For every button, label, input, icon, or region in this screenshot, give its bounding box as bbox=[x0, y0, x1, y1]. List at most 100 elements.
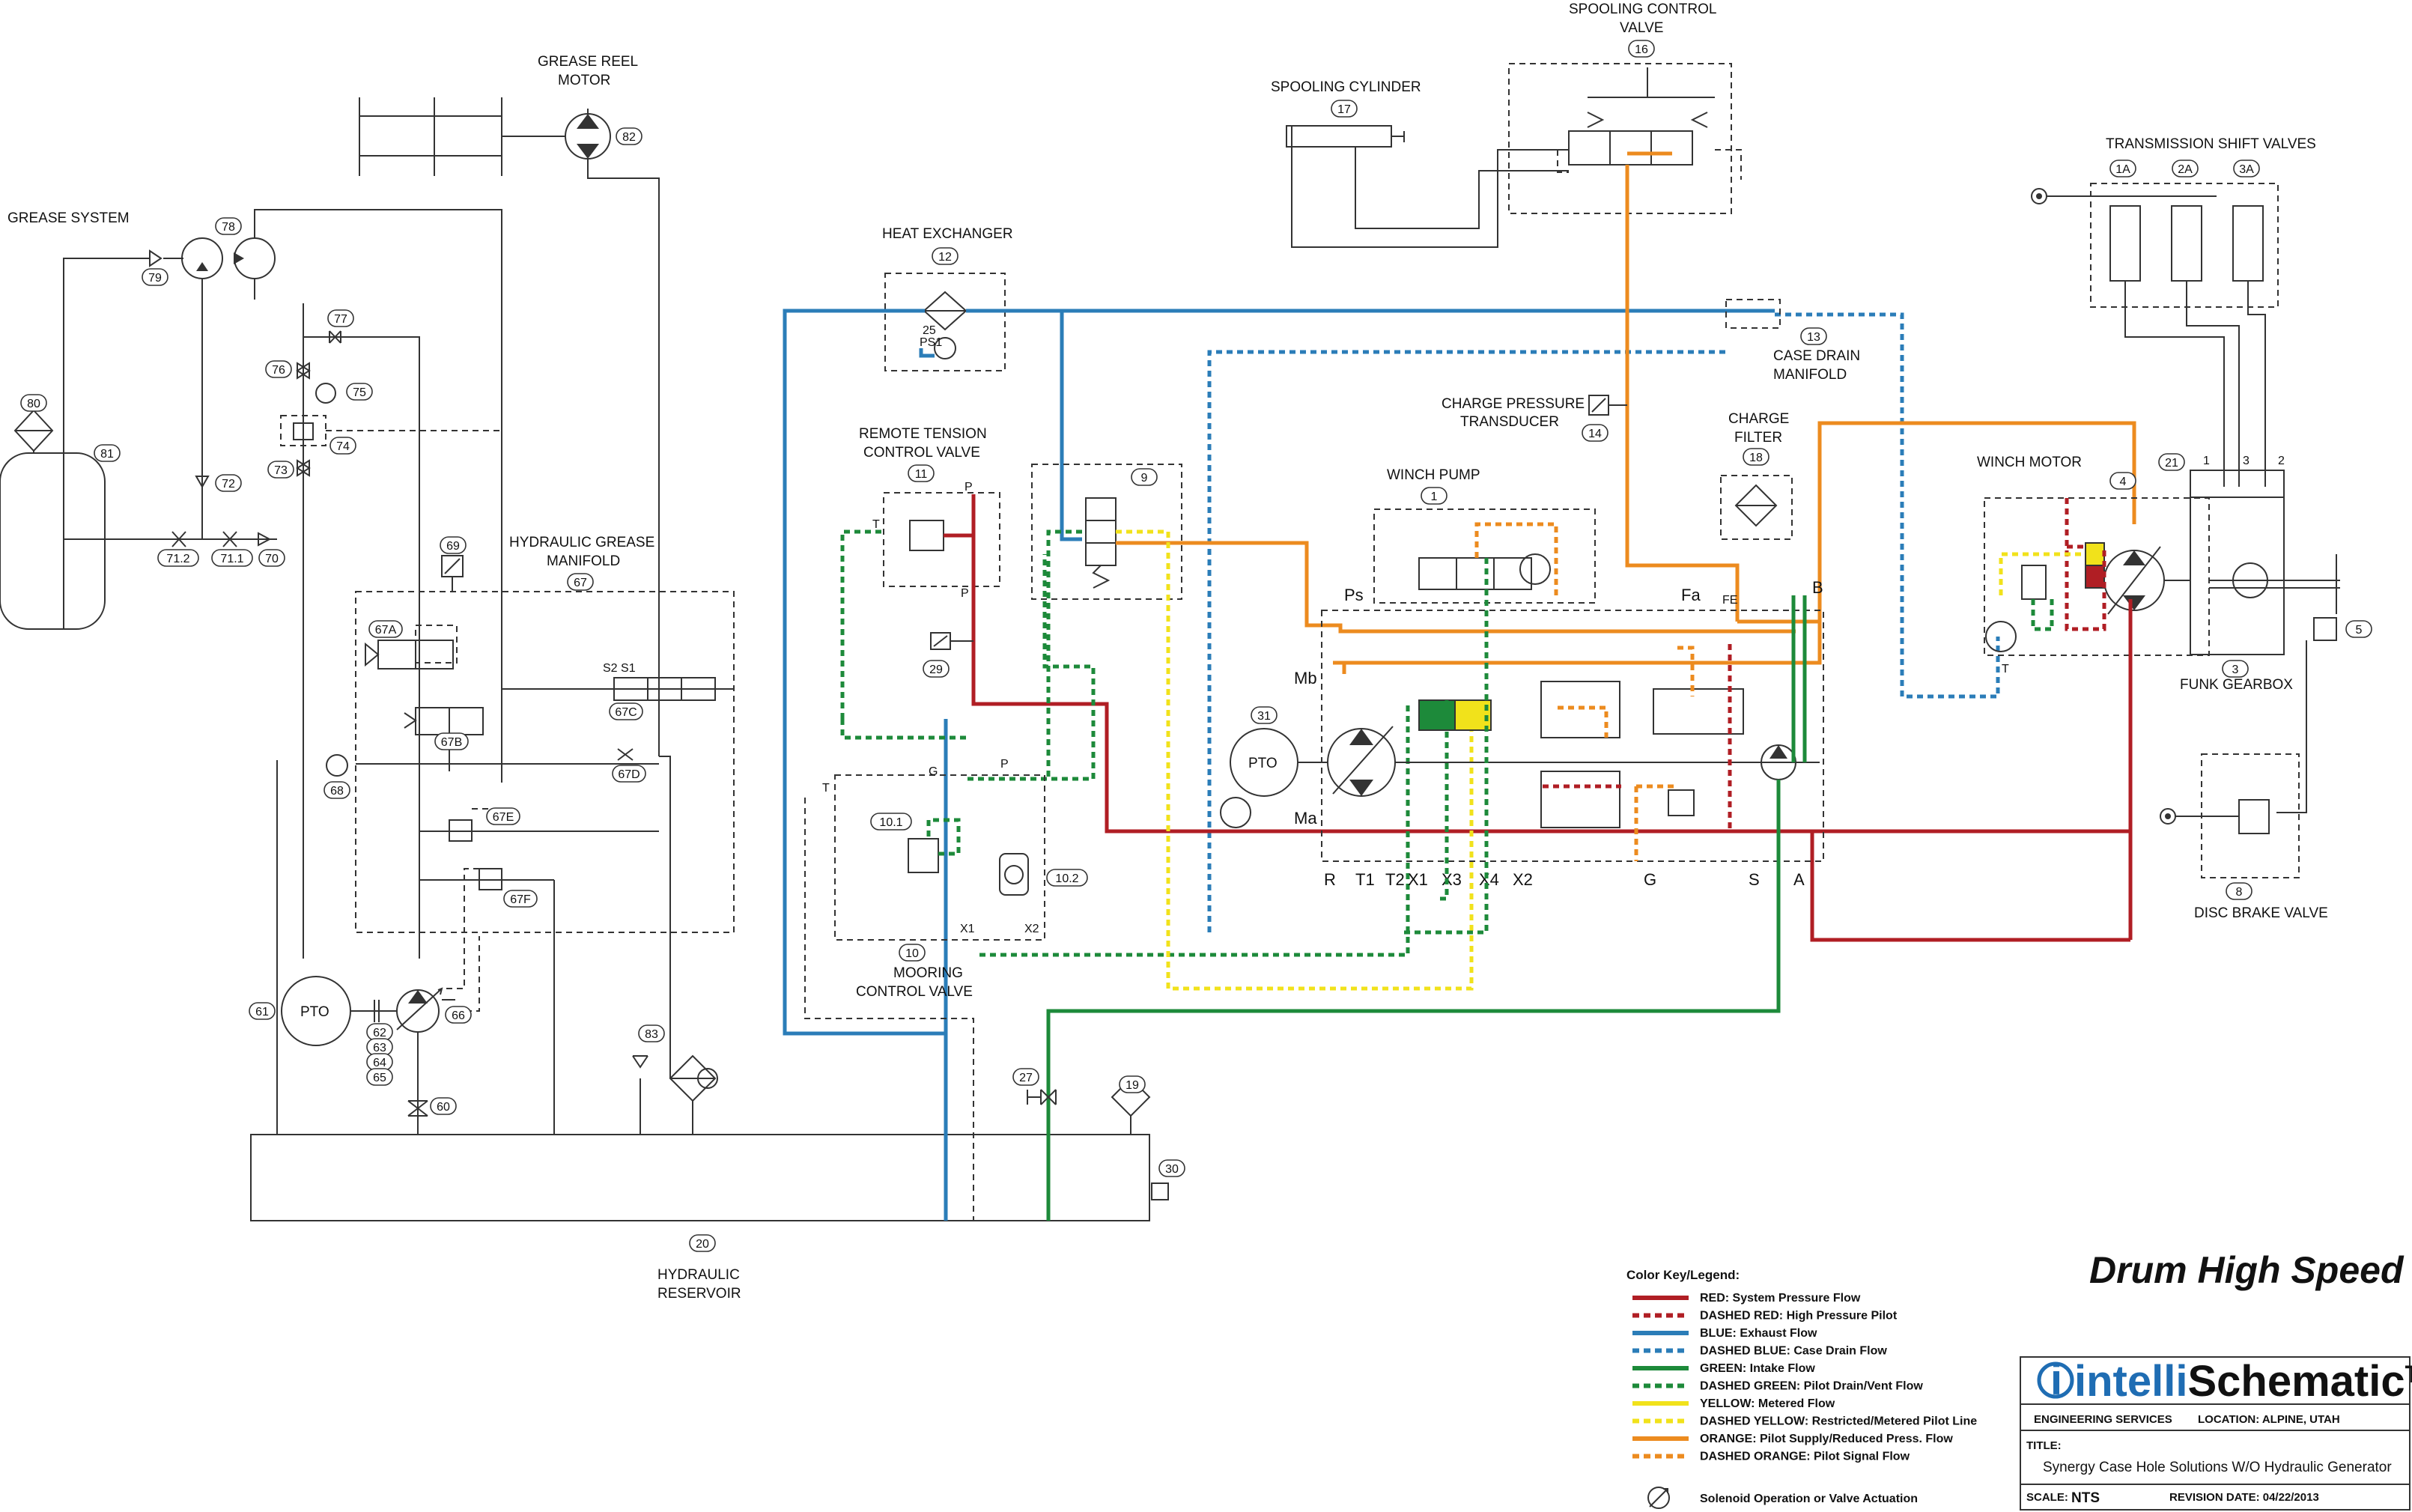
tag-pill-t10_2 bbox=[1046, 869, 1088, 887]
tag-pill-t69 bbox=[440, 536, 467, 554]
grease-reel-motor-lines bbox=[502, 109, 660, 756]
grease-filter-80 bbox=[13, 401, 54, 453]
metering-block-green bbox=[1418, 699, 1456, 731]
grease-reel-motor-label-1: GREASE REEL bbox=[538, 54, 638, 70]
pump-66-pilot bbox=[455, 936, 480, 1012]
port-21-3: 3 bbox=[2243, 455, 2250, 467]
tag-t67D: 67D bbox=[618, 768, 640, 781]
mooring-valve-10-1 bbox=[908, 838, 939, 873]
tag-t5: 5 bbox=[2356, 624, 2363, 637]
valve-74 bbox=[293, 422, 314, 440]
legend-label-8: ORANGE: Pilot Supply/Reduced Press. Flow bbox=[1700, 1433, 1953, 1445]
valve-67b-left bbox=[415, 707, 450, 735]
tag-t69: 69 bbox=[446, 540, 460, 553]
transmission-shift-label: TRANSMISSION SHIFT VALVES bbox=[2106, 136, 2316, 152]
tag-pill-t9 bbox=[1131, 468, 1158, 486]
tag-pill-t81 bbox=[94, 444, 121, 462]
spooling-cylinder-label: SPOOLING CYLINDER bbox=[1271, 79, 1421, 95]
tag-t68: 68 bbox=[330, 785, 344, 798]
pto-31-label: PTO bbox=[1248, 756, 1278, 771]
tag-t73: 73 bbox=[274, 464, 288, 477]
winch-motor-arrow-up bbox=[2123, 550, 2145, 565]
tag-t11: 11 bbox=[915, 468, 928, 481]
grease-tank bbox=[0, 452, 106, 630]
solenoid-legend-icon bbox=[1647, 1487, 1670, 1509]
port-p-11-bottom: P bbox=[961, 587, 969, 600]
spooling-control-box bbox=[1508, 63, 1732, 214]
funk-gearbox bbox=[2190, 497, 2285, 655]
tag-t77: 77 bbox=[334, 313, 347, 326]
remote-tension-label-1: REMOTE TENSION bbox=[859, 426, 987, 442]
tag-t20: 20 bbox=[696, 1238, 709, 1251]
return-filter-83-gauge bbox=[697, 1068, 718, 1089]
valve-67b-spring bbox=[404, 712, 417, 729]
valve-27 bbox=[1027, 1089, 1057, 1105]
legend-label-5: DASHED GREEN: Pilot Drain/Vent Flow bbox=[1700, 1380, 1923, 1393]
valve-67a-pilot bbox=[415, 625, 458, 664]
legend-label-7: DASHED YELLOW: Restricted/Metered Pilot … bbox=[1700, 1415, 1977, 1428]
port-x2-10: X2 bbox=[1024, 923, 1039, 935]
relief-valve-block bbox=[1653, 688, 1744, 735]
port-ma: Ma bbox=[1294, 809, 1317, 828]
winch-motor-drain bbox=[2031, 599, 2054, 631]
title-block-frame bbox=[2020, 1356, 2411, 1511]
tag-t10: 10 bbox=[905, 947, 919, 960]
transmission-shift-group: TRANSMISSION SHIFT VALVES bbox=[2031, 136, 2316, 487]
valve-67e bbox=[449, 819, 473, 842]
tag-pill-t17 bbox=[1331, 100, 1358, 118]
logo-i: i bbox=[2050, 1355, 2062, 1404]
title-block: i intelliSchematicTM ENGINEERING SERVICE… bbox=[2020, 1355, 2412, 1511]
needle-valve-71-1 bbox=[222, 531, 237, 547]
tag-t17: 17 bbox=[1337, 103, 1351, 116]
tb-engineering: ENGINEERING SERVICES bbox=[2034, 1413, 2172, 1426]
spooling-control-label-1: SPOOLING CONTROL bbox=[1569, 1, 1716, 17]
grease-reel-motor-label-2: MOTOR bbox=[558, 73, 610, 88]
tag-pill-t83 bbox=[638, 1024, 665, 1042]
pump-66-arrow bbox=[408, 990, 428, 1004]
port-x4: X4 bbox=[1479, 870, 1499, 889]
valve-67a-right bbox=[415, 640, 454, 670]
pto-31-solenoid bbox=[1220, 797, 1251, 828]
tag-t1A: 1A bbox=[2115, 163, 2130, 176]
intake-flow-lines bbox=[1046, 595, 1807, 1221]
port-fa: Fa bbox=[1681, 586, 1701, 604]
tag-t8: 8 bbox=[2236, 886, 2243, 899]
tag-t14: 14 bbox=[1588, 428, 1602, 440]
tb-scale-value: NTS bbox=[2071, 1490, 2100, 1506]
port-s: S bbox=[1749, 870, 1760, 889]
tag-pill-t3 bbox=[2222, 660, 2249, 678]
reel-motor-arrow-top bbox=[577, 114, 599, 129]
shift-valve-2a bbox=[2171, 205, 2202, 282]
winch-motor-shuttle bbox=[2021, 565, 2047, 600]
tag-pill-t30 bbox=[1158, 1159, 1185, 1177]
remote-tension-valve bbox=[909, 520, 944, 551]
tag-pill-t72 bbox=[215, 474, 242, 492]
grease-reel-motor-group: GREASE REEL MOTOR bbox=[359, 54, 660, 756]
pump-control-a bbox=[1418, 557, 1457, 590]
charge-transducer-label-2: TRANSDUCER bbox=[1460, 414, 1559, 430]
spooling-valve-springs bbox=[1587, 67, 1715, 128]
tag-pill-t1A bbox=[2109, 160, 2136, 177]
port-t-10: T bbox=[822, 782, 830, 795]
tag-t67B: 67B bbox=[441, 736, 462, 749]
tag-pill-t60 bbox=[430, 1097, 457, 1115]
heat-exchanger-box bbox=[884, 273, 1006, 371]
pilot-signal-flow-lines bbox=[1474, 522, 1695, 861]
charge-filter-label-1: CHARGE bbox=[1728, 411, 1789, 427]
legend: Color Key/Legend: RED: System Pressure F… bbox=[1626, 1268, 1977, 1509]
tag-t4: 4 bbox=[2120, 476, 2127, 488]
tag-t71_1: 71.1 bbox=[220, 553, 243, 565]
tag-pill-t16 bbox=[1628, 40, 1655, 58]
tag-t67F: 67F bbox=[510, 893, 531, 906]
tag-pill-t21 bbox=[2158, 453, 2185, 471]
spooling-valve-c bbox=[1650, 130, 1693, 166]
spooling-orange-line bbox=[1625, 151, 1740, 622]
valve-73 bbox=[296, 459, 311, 477]
port-t1: T1 bbox=[1355, 870, 1375, 889]
spooling-cylinder-lines bbox=[1291, 147, 1569, 248]
tag-pill-t76 bbox=[265, 360, 292, 378]
spooling-valve-pilots bbox=[1557, 149, 1742, 180]
tag-t81: 81 bbox=[100, 448, 114, 461]
port-a: A bbox=[1793, 870, 1805, 889]
tag-pill-t79 bbox=[142, 268, 168, 286]
